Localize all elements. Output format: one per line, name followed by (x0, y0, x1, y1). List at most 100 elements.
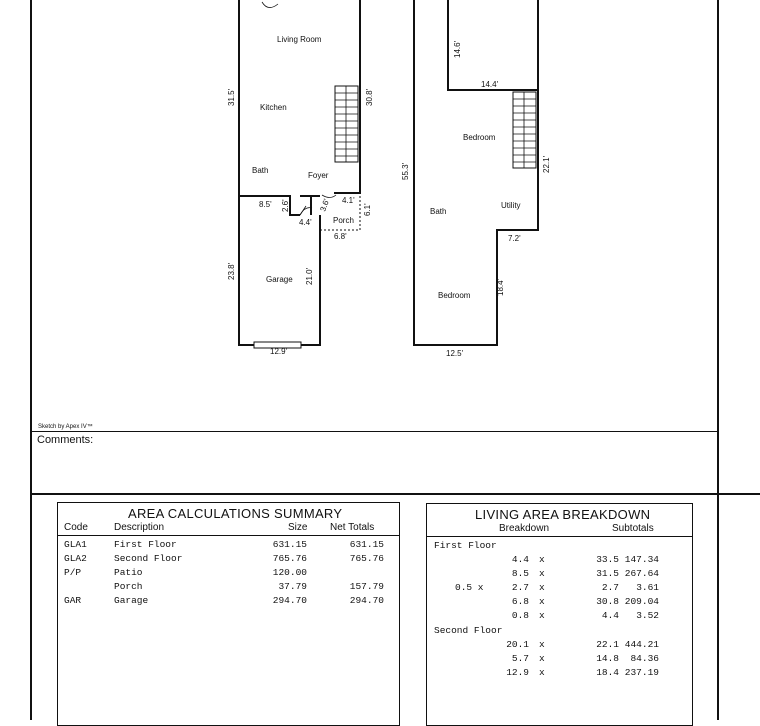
row-subtotal: 147.34 (624, 554, 659, 565)
dim-23-8: 23.8' (227, 262, 236, 280)
row-op: x (539, 667, 545, 678)
comments-label: Comments: (37, 434, 94, 446)
page-right-border (717, 0, 719, 720)
row-code: GAR (64, 595, 82, 606)
row-description: Garage (114, 595, 149, 606)
row-factor: 0.5 x (455, 582, 484, 593)
area-summary-header-rule (58, 535, 399, 536)
dim-12-5: 12.5' (446, 349, 464, 358)
room-label-utility: Utility (501, 201, 521, 210)
row-b: 18.4 (596, 667, 619, 678)
row-subtotal: 267.64 (624, 568, 659, 579)
row-size: 37.79 (278, 581, 307, 592)
col-subtotals: Subtotals (612, 523, 654, 534)
col-breakdown: Breakdown (499, 523, 550, 534)
row-description: First Floor (114, 539, 177, 550)
row-net: 765.76 (349, 553, 384, 564)
dim-12-9: 12.9' (270, 347, 288, 356)
dim-2-6: 2.6' (281, 199, 290, 212)
second-floor-label: Second Floor (434, 625, 503, 636)
row-a: 5.7 (511, 653, 529, 664)
floor-plan-sketch: Living Room Kitchen Bath Foyer Porch Gar… (38, 0, 551, 430)
comments-bottom-rule (30, 493, 760, 495)
dim-22-1: 22.1' (542, 155, 551, 173)
sketch-bottom-rule (30, 431, 719, 432)
row-op: x (539, 582, 545, 593)
row-a: 6.8 (511, 596, 529, 607)
col-code: Code (64, 522, 88, 533)
row-subtotal: 84.36 (630, 653, 659, 664)
living-area-title: LIVING AREA BREAKDOWN (475, 507, 651, 522)
dim-21-0: 21.0' (305, 267, 314, 285)
row-code: GLA2 (64, 553, 87, 564)
dim-3-6: 3.6' (318, 197, 331, 212)
row-net: 157.79 (349, 581, 384, 592)
row-op: x (539, 554, 545, 565)
row-b: 33.5 (596, 554, 619, 565)
dim-30-8: 30.8' (365, 88, 374, 106)
row-a: 4.4 (511, 554, 529, 565)
dim-55-3: 55.3' (401, 162, 410, 180)
room-label-garage: Garage (266, 275, 293, 284)
row-op: x (539, 639, 545, 650)
row-size: 120.00 (272, 567, 307, 578)
col-net-totals: Net Totals (330, 522, 375, 533)
row-description: Porch (114, 581, 143, 592)
row-a: 8.5 (511, 568, 529, 579)
room-label-bath: Bath (252, 166, 268, 175)
row-b: 30.8 (596, 596, 619, 607)
room-label-kitchen: Kitchen (260, 103, 287, 112)
dim-6-8: 6.8' (334, 232, 347, 241)
row-net: 294.70 (349, 595, 384, 606)
page-left-border (30, 0, 32, 720)
col-description: Description (114, 522, 165, 533)
row-description: Patio (114, 567, 143, 578)
row-b: 14.8 (596, 653, 619, 664)
room-label-foyer: Foyer (308, 171, 329, 180)
room-label-bedroom-upper: Bedroom (463, 133, 496, 142)
dim-4-4: 4.4' (299, 218, 312, 227)
area-summary-panel: AREA CALCULATIONS SUMMARY Code Descripti… (57, 502, 400, 726)
row-code: P/P (64, 567, 82, 578)
dim-6-1: 6.1' (363, 203, 372, 216)
area-summary-title: AREA CALCULATIONS SUMMARY (128, 506, 343, 521)
room-label-porch: Porch (333, 216, 354, 225)
row-b: 31.5 (596, 568, 619, 579)
col-size: Size (288, 522, 308, 533)
dim-18-4: 18.4' (496, 278, 505, 296)
row-subtotal: 444.21 (624, 639, 659, 650)
living-area-header-rule (427, 536, 692, 537)
row-a: 2.7 (511, 582, 529, 593)
dim-31-5: 31.5' (227, 88, 236, 106)
row-b: 4.4 (601, 610, 619, 621)
row-size: 765.76 (272, 553, 307, 564)
row-op: x (539, 568, 545, 579)
room-label-bath-upper: Bath (430, 207, 446, 216)
row-description: Second Floor (114, 553, 183, 564)
row-b: 22.1 (596, 639, 619, 650)
row-a: 12.9 (506, 667, 529, 678)
dim-7-2: 7.2' (508, 234, 521, 243)
row-subtotal: 209.04 (624, 596, 659, 607)
room-label-bedroom-lower: Bedroom (438, 291, 471, 300)
row-a: 20.1 (506, 639, 529, 650)
room-label-living-room: Living Room (277, 35, 322, 44)
dim-14-6: 14.6' (453, 40, 462, 58)
sketch-credit: Sketch by Apex IV™ (38, 423, 93, 430)
row-a: 0.8 (511, 610, 529, 621)
row-net: 631.15 (349, 539, 384, 550)
row-size: 631.15 (272, 539, 307, 550)
row-subtotal: 3.61 (636, 582, 659, 593)
living-area-panel: LIVING AREA BREAKDOWN Breakdown Subtotal… (426, 503, 693, 726)
row-subtotal: 237.19 (624, 667, 659, 678)
row-b: 2.7 (601, 582, 619, 593)
dim-8-5: 8.5' (259, 200, 272, 209)
row-code: GLA1 (64, 539, 87, 550)
row-op: x (539, 610, 545, 621)
row-op: x (539, 653, 545, 664)
first-floor-label: First Floor (434, 540, 497, 551)
dim-14-4: 14.4' (481, 80, 499, 89)
dim-4-1: 4.1' (342, 196, 355, 205)
row-op: x (539, 596, 545, 607)
row-subtotal: 3.52 (636, 610, 659, 621)
